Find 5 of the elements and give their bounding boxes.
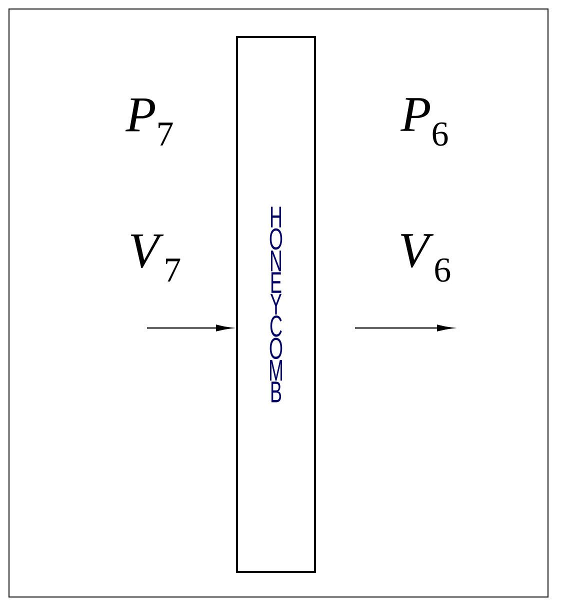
variable-label: P$_{6}$: [400, 98, 448, 146]
variable-label: P$_{7}$: [125, 98, 173, 146]
honeycomb-box: HONEYCOMB: [236, 36, 316, 573]
variable-label: V$_{6}$: [400, 234, 450, 282]
variable-label: V$_{7}$: [130, 234, 180, 282]
